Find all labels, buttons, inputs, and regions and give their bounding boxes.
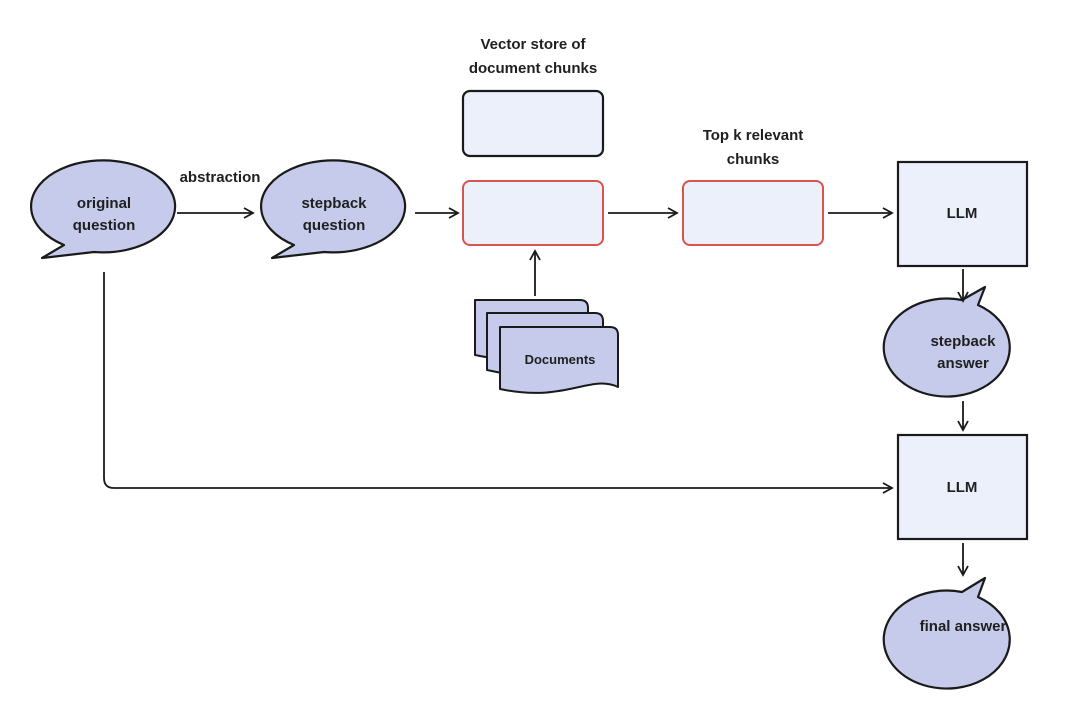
document-sheet-front <box>499 326 619 394</box>
stepback-question-bubble <box>260 159 407 260</box>
stepback-answer-label: stepback answer <box>913 331 1013 375</box>
llm-box-first <box>896 160 1029 268</box>
original-question-bubble <box>30 159 177 260</box>
llm-first-label: LLM <box>946 205 978 222</box>
top-k-chunks-box <box>682 180 824 246</box>
llm-second-label: LLM <box>946 479 978 496</box>
stepback-answer-bubble <box>882 285 1011 398</box>
arrow-original-question-to-llm-second <box>103 272 894 494</box>
llm-box-second <box>896 433 1029 541</box>
vector-store-query-box <box>462 180 604 246</box>
original-question-line-1: original <box>76 195 132 212</box>
stepback-question-label: stepback question <box>284 193 384 237</box>
stepback-answer-line-1: stepback <box>930 333 996 350</box>
stepback-question-line-1: stepback <box>301 195 367 212</box>
vector-store-caption-line-2: document chunks <box>468 60 598 77</box>
documents-label: Documents <box>524 352 596 367</box>
top-k-caption: Top k relevant chunks <box>673 124 833 172</box>
final-answer-bubble <box>882 576 1011 690</box>
final-answer-label: final answer <box>919 618 1007 635</box>
vector-store-box <box>461 89 605 158</box>
abstraction-label: abstraction <box>179 169 261 186</box>
stepback-question-line-2: question <box>302 217 366 234</box>
original-question-label: original question <box>54 193 154 237</box>
stepback-answer-line-2: answer <box>937 355 989 372</box>
original-question-line-2: question <box>72 217 136 234</box>
vector-store-caption: Vector store of document chunks <box>448 33 618 81</box>
vector-store-caption-line-1: Vector store of <box>480 36 586 53</box>
top-k-caption-line-2: chunks <box>726 151 780 168</box>
top-k-caption-line-1: Top k relevant <box>702 127 804 144</box>
